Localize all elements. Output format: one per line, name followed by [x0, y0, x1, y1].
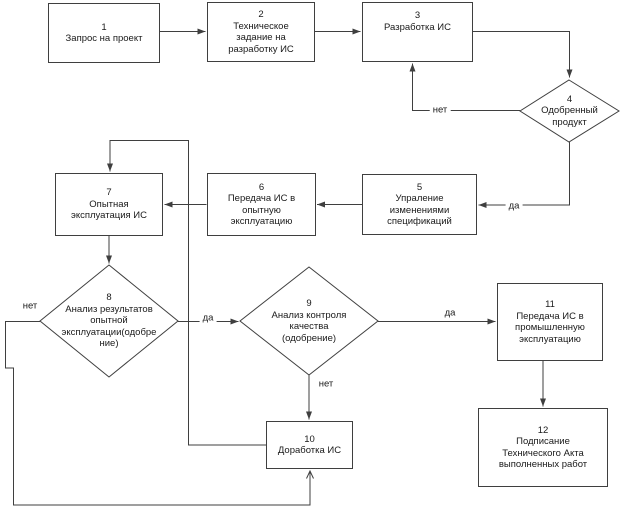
node-2-label: Техническое задание на разработку ИС	[228, 20, 294, 55]
process-box-3: 3 Разработка ИС	[362, 2, 473, 62]
node-8-label: Анализ результатов опытной эксплуатации(…	[61, 303, 157, 350]
decision-diamond-9: 9 Анализ контроля качества (одобрение)	[240, 267, 378, 375]
node-4-number: 4	[566, 93, 573, 105]
decision-diamond-8: 8 Анализ результатов опытной эксплуатаци…	[40, 265, 178, 377]
decision-diamond-9-shape	[239, 266, 379, 376]
process-box-1: 1 Запрос на проект	[48, 3, 160, 63]
edge-label-net-9: нет	[315, 378, 337, 390]
process-box-2: 2 Техническое задание на разработку ИС	[207, 2, 315, 62]
node-9-label: Анализ контроля качества (одобрение)	[271, 309, 347, 344]
node-1-number: 1	[101, 21, 107, 33]
process-box-5: 5 Упраление изменениями спецификаций	[362, 174, 477, 235]
node-11-label: Передача ИС в промышленную эксплуатацию	[515, 310, 585, 345]
node-6-number: 6	[258, 181, 265, 193]
node-10-label: Доработка ИС	[277, 445, 342, 456]
process-box-7: 7 Опытная эксплуатация ИС	[55, 173, 163, 236]
node-12-number: 12	[537, 424, 549, 436]
process-box-12: 12 Подписание Технического Акта выполнен…	[478, 408, 608, 487]
decision-diamond-4-shape	[519, 79, 620, 143]
node-5-label: Упраление изменениями спецификаций	[387, 193, 452, 227]
node-7-number: 7	[106, 187, 112, 199]
edge-3-to-4	[473, 31, 573, 78]
node-10-number: 10	[304, 433, 315, 445]
decision-diamond-8-shape	[39, 264, 179, 378]
node-4-label: Одобренный продукт	[541, 105, 598, 128]
node-12-label: Подписание Технического Акта выполненных…	[498, 436, 588, 470]
edge-4-no-to-3	[409, 63, 520, 111]
node-9-number: 9	[306, 298, 312, 309]
node-5-number: 5	[416, 181, 423, 193]
edge-4-yes-to-5	[478, 142, 570, 208]
edge-10-to-7	[107, 140, 266, 446]
edge-8-no-to-10	[5, 321, 311, 506]
node-3-label: Разработка ИС	[384, 21, 451, 33]
node-11-number: 11	[545, 299, 555, 310]
process-box-10: 10 Доработка ИС	[266, 421, 353, 469]
node-1-label: Запрос на проект	[65, 33, 143, 44]
edge-label-da-8: да	[199, 312, 217, 324]
edge-label-net-8: нет	[19, 300, 41, 312]
process-box-11: 11 Передача ИС в промышленную эксплуатац…	[497, 283, 603, 361]
decision-diamond-4: 4 Одобренный продукт	[520, 80, 619, 142]
node-8-number: 8	[106, 292, 112, 304]
edge-label-net-4: нет	[429, 104, 451, 116]
edge-label-da-9: да	[441, 307, 459, 319]
node-2-number: 2	[258, 9, 264, 20]
process-box-6: 6 Передача ИС в опытную эксплуатацию	[207, 173, 316, 236]
node-6-label: Передача ИС в опытную эксплуатацию	[227, 193, 296, 227]
node-7-label: Опытная эксплуатация ИС	[70, 198, 147, 222]
edge-label-da-4: да	[505, 200, 523, 212]
node-3-number: 3	[414, 10, 421, 21]
